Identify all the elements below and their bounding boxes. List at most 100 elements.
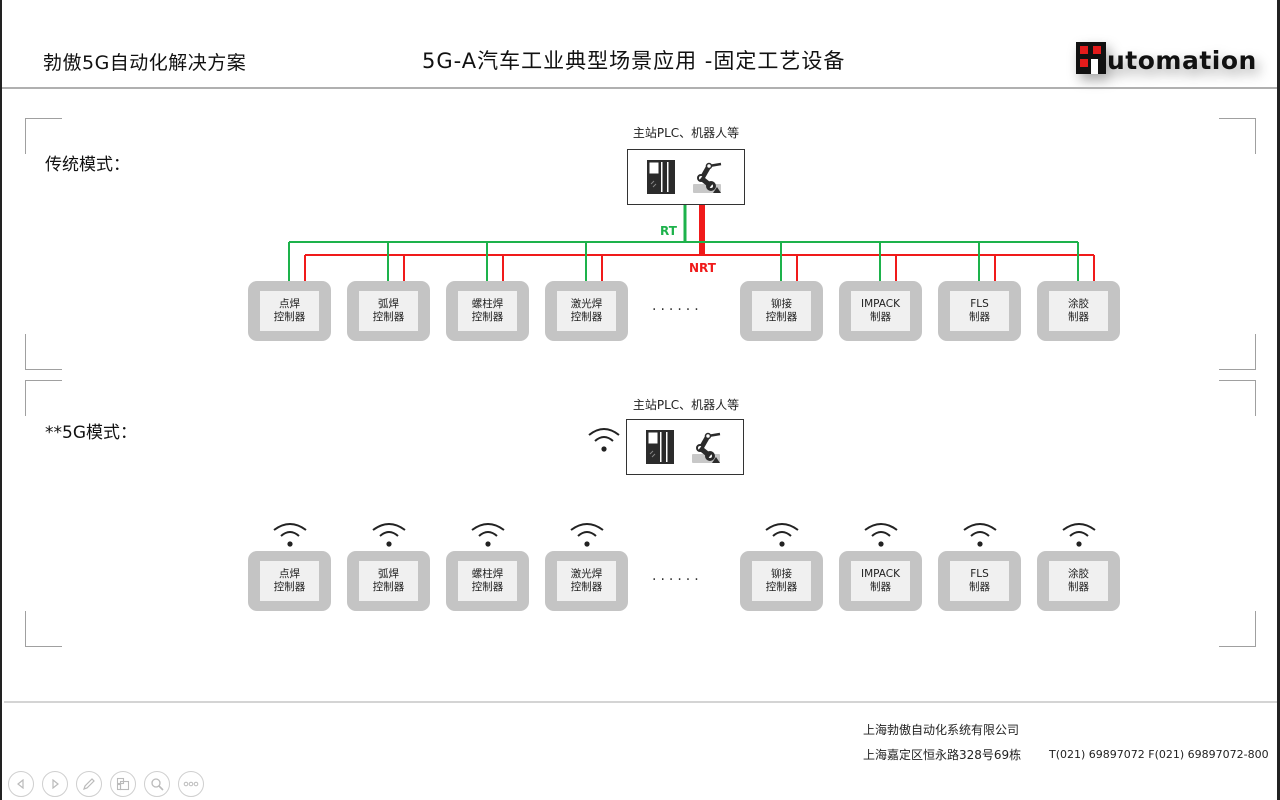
slide-title: 5G-A汽车工业典型场景应用 -固定工艺设备 [422, 49, 846, 73]
controller-name: FLS [970, 568, 989, 580]
nrt-label: NRT [689, 261, 716, 275]
controller-name: 激光焊 [570, 568, 603, 580]
controller-label: 铆接控制器 [752, 561, 811, 601]
wifi-icon [371, 520, 407, 552]
frame-corner [25, 380, 62, 416]
controller-device: 激光焊控制器 [545, 281, 628, 341]
controller-type: 控制器 [765, 581, 798, 593]
wifi-icon [863, 520, 899, 552]
controller-label: 激光焊控制器 [557, 561, 616, 601]
controller-device: 激光焊控制器 [545, 551, 628, 611]
controller-type: 控制器 [471, 311, 504, 323]
company-phones: T(021) 69897072 F(021) 69897072-800 [1049, 748, 1269, 761]
previous-slide-button[interactable] [8, 771, 34, 797]
plc-icon [646, 430, 674, 464]
controller-name: 涂胶 [1068, 298, 1089, 310]
company-name: 上海勃傲自动化系统有限公司 [863, 723, 1020, 737]
plc-icon [647, 160, 675, 194]
controller-type: 控制器 [372, 311, 405, 323]
zoom-icon [151, 778, 164, 791]
controller-type: 控制器 [273, 311, 306, 323]
controller-label: 涂胶制器 [1049, 291, 1108, 331]
next-slide-button[interactable] [42, 771, 68, 797]
controller-type: 控制器 [372, 581, 405, 593]
more-icon [183, 781, 199, 787]
logo-mark-icon [1076, 42, 1106, 74]
next-icon [52, 779, 59, 789]
frame-corner [25, 118, 62, 154]
frame-corner [25, 611, 62, 647]
controller-device: 螺柱焊控制器 [446, 551, 529, 611]
controller-device: 点焊控制器 [248, 281, 331, 341]
wifi-icon [1061, 520, 1097, 552]
controller-type: 控制器 [471, 581, 504, 593]
footer-divider [4, 701, 1277, 703]
controller-name: 涂胶 [1068, 568, 1089, 580]
controller-device: 螺柱焊控制器 [446, 281, 529, 341]
controller-type: 控制器 [570, 311, 603, 323]
more-options-button[interactable] [178, 771, 204, 797]
controller-device: 涂胶制器 [1037, 551, 1120, 611]
controller-label: 点焊控制器 [260, 291, 319, 331]
frame-corner [25, 334, 62, 370]
logo-text: utomation [1107, 46, 1257, 75]
zoom-button[interactable] [144, 771, 170, 797]
controller-type: 制器 [870, 311, 891, 323]
controller-device: 铆接控制器 [740, 551, 823, 611]
controller-name: 铆接 [771, 568, 792, 580]
controller-type: 制器 [969, 581, 990, 593]
robot-arm-icon [692, 432, 721, 463]
controller-type: 控制器 [273, 581, 306, 593]
controller-label: 螺柱焊控制器 [458, 291, 517, 331]
frame-corner [1219, 118, 1256, 154]
controller-device: 弧焊控制器 [347, 551, 430, 611]
slideshow-toolbar [8, 771, 204, 797]
wifi-icon [587, 425, 621, 457]
more-controllers-ellipsis-5g: ······ [652, 572, 703, 588]
frame-corner [1219, 611, 1256, 647]
controller-name: 螺柱焊 [471, 568, 504, 580]
window-right-edge [1277, 0, 1280, 800]
controller-label: 弧焊控制器 [359, 561, 418, 601]
controller-name: 点焊 [279, 298, 300, 310]
controller-name: 激光焊 [570, 298, 603, 310]
master-station-box [627, 149, 745, 205]
controller-name: 点焊 [279, 568, 300, 580]
5g-mode-label: **5G模式： [45, 423, 137, 443]
controller-name: 螺柱焊 [471, 298, 504, 310]
controller-type: 制器 [1068, 581, 1089, 593]
controller-name: IMPACK [860, 298, 901, 310]
controller-name: 弧焊 [378, 298, 399, 310]
pen-tool-button[interactable] [76, 771, 102, 797]
robot-arm-icon [693, 162, 722, 193]
controller-name: 弧焊 [378, 568, 399, 580]
more-controllers-ellipsis: ······ [652, 302, 703, 318]
slides-icon [116, 777, 130, 791]
master-station-caption: 主站PLC、机器人等 [632, 126, 740, 140]
pen-icon [83, 778, 95, 790]
wifi-icon [470, 520, 506, 552]
rt-label: RT [660, 224, 677, 238]
frame-corner [1219, 380, 1256, 416]
master-station-box-5g [626, 419, 744, 475]
slide-sorter-button[interactable] [110, 771, 136, 797]
controller-device: 铆接控制器 [740, 281, 823, 341]
window-left-edge [0, 0, 2, 800]
controller-device: 弧焊控制器 [347, 281, 430, 341]
solution-title: 勃傲5G自动化解决方案 [43, 52, 247, 74]
controller-label: 涂胶制器 [1049, 561, 1108, 601]
controller-type: 制器 [870, 581, 891, 593]
controller-type: 控制器 [765, 311, 798, 323]
controller-name: IMPACK [860, 568, 901, 580]
controller-device: 点焊控制器 [248, 551, 331, 611]
company-address: 上海嘉定区恒永路328号69栋 [863, 748, 1022, 762]
controller-type: 制器 [1068, 311, 1089, 323]
frame-corner [1219, 334, 1256, 370]
